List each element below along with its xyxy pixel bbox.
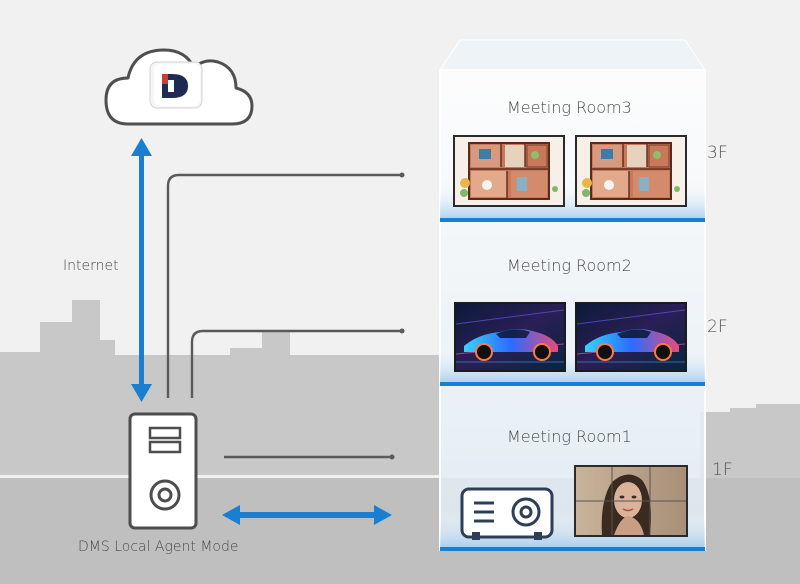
internet-label: Internet xyxy=(63,258,119,274)
projector xyxy=(460,487,554,540)
floor-plan-display xyxy=(575,135,687,207)
car-display xyxy=(575,302,687,372)
room-label-2: Meeting Room2 xyxy=(507,256,632,275)
video-wall-display xyxy=(574,465,688,537)
floor-label-2f: 2F xyxy=(707,317,728,337)
link-2f xyxy=(190,329,400,398)
dms-logo-icon: D xyxy=(0,0,203,109)
car-display xyxy=(454,302,566,372)
local-connection-arrow xyxy=(222,505,392,525)
dms-logo-letter: D xyxy=(0,0,1,1)
floor-label-1f: 1F xyxy=(712,460,733,480)
floor-plan-display xyxy=(453,135,565,207)
floor-label-3f: 3F xyxy=(707,143,728,163)
link-3f xyxy=(166,173,400,398)
room-label-3: Meeting Room3 xyxy=(507,98,632,117)
agent-label: DMS Local Agent Mode xyxy=(78,539,239,555)
room-label-1: Meeting Room1 xyxy=(507,427,632,446)
local-agent-device xyxy=(128,412,198,530)
connector-lines xyxy=(166,173,400,459)
internet-arrow xyxy=(131,138,152,402)
skyline-base xyxy=(0,355,440,475)
